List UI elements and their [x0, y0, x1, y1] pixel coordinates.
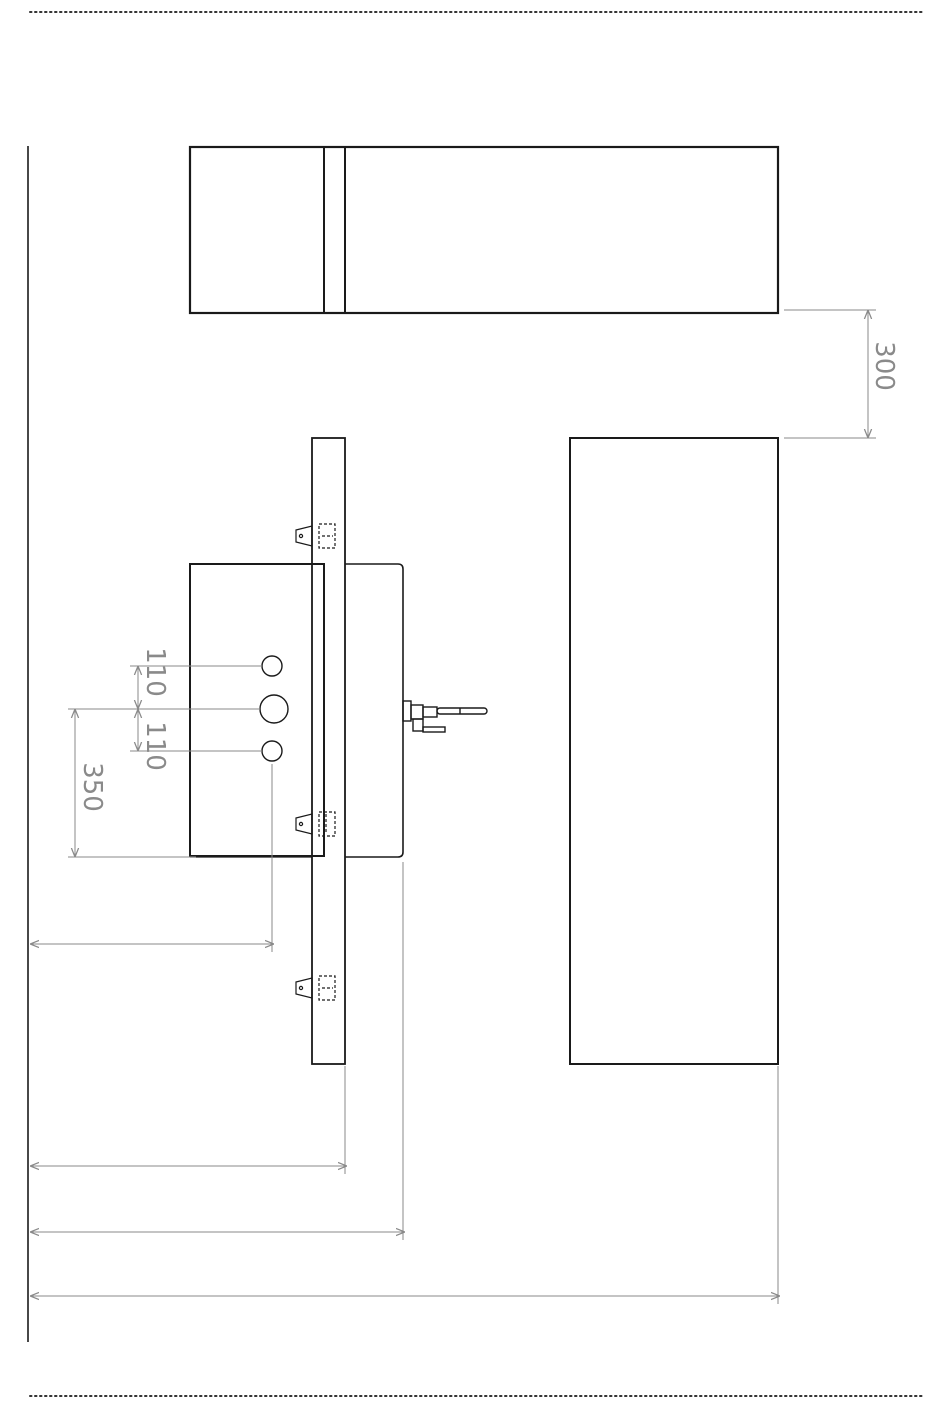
tall-cabinet: [570, 438, 778, 1064]
dimension-basin-from-floor: [30, 862, 405, 1240]
dimension-valve-from-floor: [30, 764, 274, 952]
valve-bottom: [262, 741, 282, 761]
mirror-cabinet: [190, 564, 324, 857]
dimension-counter-from-floor: [30, 1066, 347, 1174]
dimension-cabinet-from-floor: [30, 1066, 780, 1304]
faucet-icon: [403, 701, 487, 732]
bracket-top: [296, 524, 335, 548]
dimension-gap-label: 300: [869, 341, 899, 391]
bracket-bottom: [296, 976, 335, 1000]
basin-body: [345, 564, 403, 857]
countertop-panel: [312, 438, 345, 1064]
dimension-gap: [784, 310, 876, 438]
dimension-valve-top-label: 110: [140, 647, 170, 697]
valve-top: [262, 656, 282, 676]
dimension-valve-bottom-label: 110: [140, 721, 170, 771]
wall-cabinet: [190, 147, 778, 313]
valve-center: [260, 695, 288, 723]
bracket-middle: [296, 812, 335, 836]
dimension-valve-height-label: 350: [77, 762, 107, 812]
